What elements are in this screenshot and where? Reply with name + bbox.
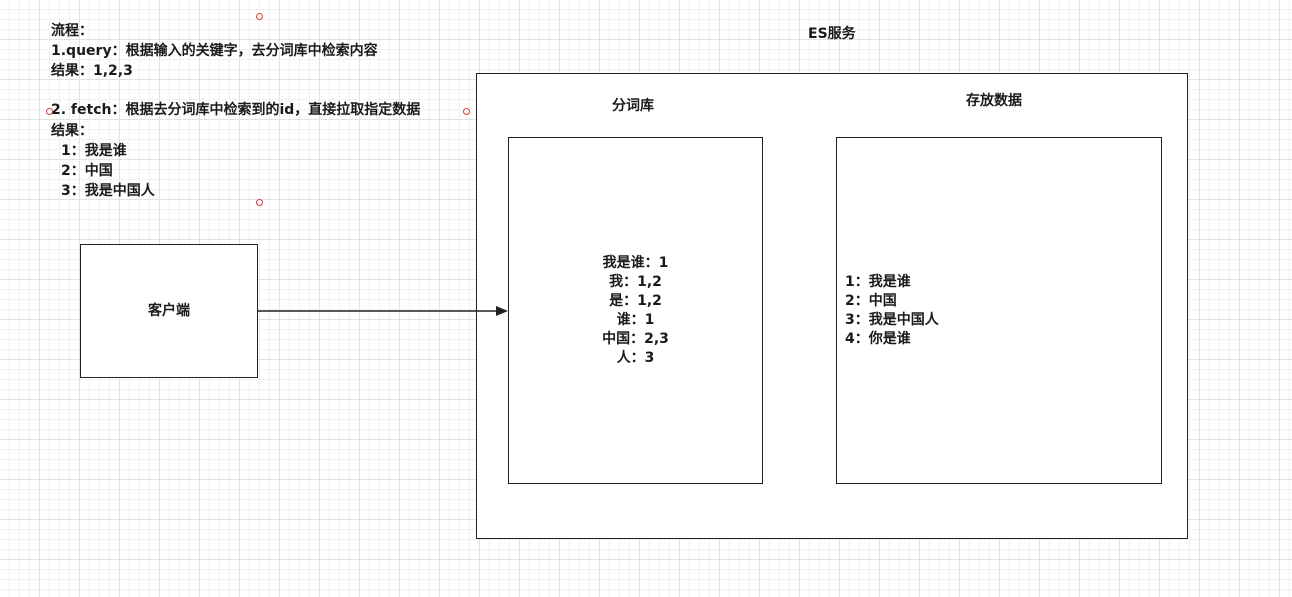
tokenizer-entry: 我：1,2 bbox=[609, 273, 662, 290]
query-step-text: 1.query：根据输入的关键字，去分词库中检索内容 bbox=[51, 43, 378, 59]
storage-entry: 4：你是谁 bbox=[845, 330, 911, 347]
client-label: 客户端 bbox=[148, 302, 190, 319]
fetch-result-item: 2：中国 bbox=[61, 163, 113, 179]
selection-handle[interactable] bbox=[46, 108, 53, 115]
client-box[interactable]: 客户端 bbox=[80, 244, 258, 378]
tokenizer-title: 分词库 bbox=[612, 98, 654, 114]
tokenizer-entry: 人：3 bbox=[616, 349, 655, 366]
fetch-result-item: 1：我是谁 bbox=[61, 143, 127, 159]
storage-box[interactable]: 1：我是谁 2：中国 3：我是中国人 4：你是谁 bbox=[836, 137, 1162, 484]
storage-entry: 2：中国 bbox=[845, 292, 897, 309]
selection-handle[interactable] bbox=[256, 199, 263, 206]
selection-handle[interactable] bbox=[463, 108, 470, 115]
tokenizer-entry: 是：1,2 bbox=[609, 292, 662, 309]
fetch-result-item: 3：我是中国人 bbox=[61, 183, 155, 199]
fetch-result-label: 结果： bbox=[51, 123, 93, 139]
tokenizer-box[interactable]: 我是谁：1 我：1,2 是：1,2 谁：1 中国：2,3 人：3 bbox=[508, 137, 763, 484]
selection-handle[interactable] bbox=[256, 13, 263, 20]
query-result-text: 结果：1,2,3 bbox=[51, 63, 133, 79]
flow-title: 流程： bbox=[51, 23, 93, 39]
storage-entry: 3：我是中国人 bbox=[845, 311, 939, 328]
storage-title: 存放数据 bbox=[966, 93, 1022, 109]
storage-entry: 1：我是谁 bbox=[845, 273, 911, 290]
es-service-title: ES服务 bbox=[808, 26, 856, 42]
tokenizer-entry: 中国：2,3 bbox=[602, 330, 669, 347]
tokenizer-entry: 谁：1 bbox=[616, 311, 655, 328]
fetch-step-text[interactable]: 2. fetch：根据去分词库中检索到的id，直接拉取指定数据 bbox=[51, 102, 421, 118]
tokenizer-entry: 我是谁：1 bbox=[602, 254, 669, 271]
